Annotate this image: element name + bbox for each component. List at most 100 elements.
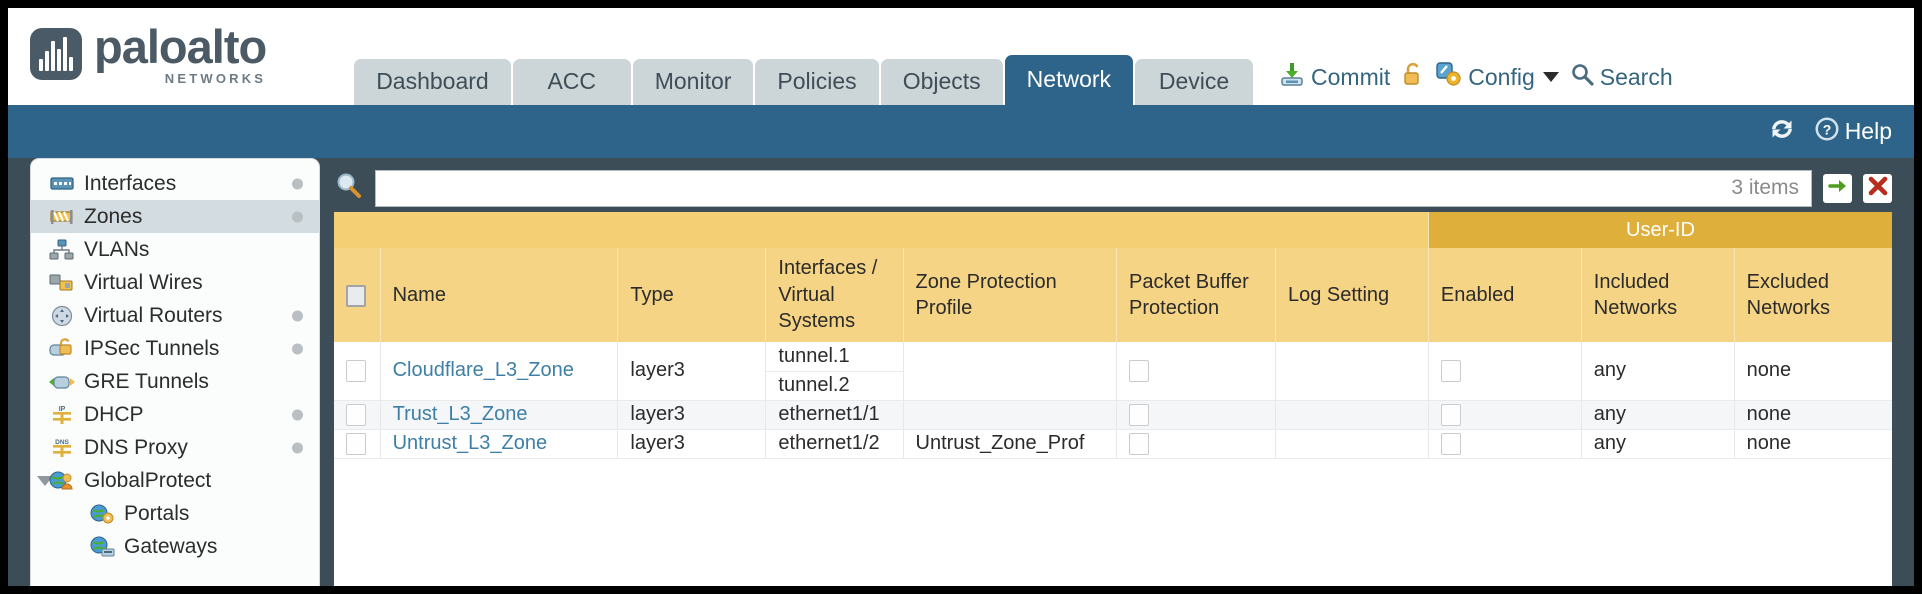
row-checkbox[interactable] (346, 359, 366, 382)
row-checkbox[interactable] (346, 432, 366, 455)
table-row[interactable]: Cloudflare_L3_Zone layer3 tunnel.1 (334, 342, 1892, 401)
cell-userid-enabled (1428, 400, 1582, 430)
cell-userid-enabled (1428, 342, 1582, 401)
portals-icon (89, 503, 115, 525)
cell-packet-buffer-protection (1116, 342, 1276, 401)
refresh-icon[interactable] (1768, 116, 1796, 147)
tab-monitor[interactable]: Monitor (632, 59, 754, 105)
cell-name: Trust_L3_Zone (380, 400, 619, 430)
cell-interface: ethernet1/1 (765, 400, 904, 430)
help-button[interactable]: ? Help (1814, 116, 1892, 148)
sidebar-item-virtual-routers[interactable]: Virtual Routers (31, 299, 319, 332)
tab-acc[interactable]: ACC (512, 59, 631, 105)
column-header-interfaces[interactable]: Interfaces / Virtual Systems (765, 248, 904, 342)
collapse-triangle-icon[interactable] (37, 475, 53, 486)
zone-name-link[interactable]: Trust_L3_Zone (392, 403, 528, 425)
sidebar-item-gre-tunnels[interactable]: GRE Tunnels (31, 365, 319, 398)
table-group-header-row: User-ID (334, 212, 1892, 248)
column-header-log-setting[interactable]: Log Setting (1275, 248, 1429, 342)
tab-dashboard[interactable]: Dashboard (354, 59, 511, 105)
userid-enabled-checkbox[interactable] (1440, 359, 1461, 382)
userid-enabled-checkbox[interactable] (1440, 403, 1461, 426)
packet-buffer-protection-checkbox[interactable] (1129, 432, 1150, 455)
brand-logo: paloalto NETWORKS (8, 20, 267, 105)
brand-name: paloalto (94, 20, 267, 73)
column-header-zone-protection-profile[interactable]: Zone Protection Profile (903, 248, 1118, 342)
virtual-wires-icon (49, 272, 75, 294)
config-label: Config (1468, 63, 1535, 90)
sidebar-item-label: VLANs (84, 237, 150, 261)
sidebar-item-globalprotect[interactable]: GlobalProtect (31, 464, 319, 497)
red-x-clear-icon (1866, 174, 1890, 203)
table-row[interactable]: Trust_L3_Zone layer3 ethernet1/1 (334, 400, 1892, 430)
status-dot (292, 211, 303, 222)
table-row-continuation: tunnel.2 (334, 371, 1892, 401)
status-dot (292, 178, 303, 189)
column-header-excluded-networks[interactable]: Excluded Networks (1734, 248, 1892, 342)
sidebar: Interfaces Zones (30, 158, 320, 586)
commit-button[interactable]: Commit (1279, 61, 1390, 93)
tab-policies[interactable]: Policies (755, 59, 879, 105)
sidebar-item-zones[interactable]: Zones (31, 200, 319, 233)
packet-buffer-protection-checkbox[interactable] (1129, 359, 1150, 382)
main-nav-tabs: Dashboard ACC Monitor Policies Objects N… (354, 55, 1254, 105)
sidebar-item-vlans[interactable]: VLANs (31, 233, 319, 266)
tab-device[interactable]: Device (1135, 59, 1254, 105)
column-header-name[interactable]: Name (380, 248, 619, 342)
sidebar-item-label: Portals (124, 501, 190, 525)
sidebar-item-dhcp[interactable]: IP DHCP (31, 398, 319, 431)
cell-log-setting (1275, 342, 1429, 401)
row-checkbox[interactable] (346, 403, 366, 426)
column-header-type[interactable]: Type (617, 248, 767, 342)
group-header-userid: User-ID (1428, 212, 1892, 248)
sidebar-item-virtual-wires[interactable]: Virtual Wires (31, 266, 319, 299)
gre-tunnels-icon (49, 371, 75, 393)
chevron-down-icon (1542, 72, 1559, 82)
sidebar-item-label: Gateways (124, 534, 218, 558)
sidebar-item-gateways[interactable]: Gateways (31, 530, 319, 563)
search-magnifier-icon[interactable] (334, 171, 364, 206)
zone-name-link[interactable]: Cloudflare_L3_Zone (392, 359, 574, 382)
userid-enabled-checkbox[interactable] (1440, 432, 1461, 455)
item-count-label: 3 items (1731, 176, 1799, 199)
group-header-spacer (334, 212, 1429, 248)
help-question-icon: ? (1814, 116, 1840, 148)
config-menu[interactable]: Config (1436, 61, 1559, 93)
filter-bar: 3 items (334, 158, 1892, 212)
cell-excluded-networks: none (1734, 400, 1892, 430)
tab-network[interactable]: Network (1004, 55, 1134, 105)
sidebar-item-dns-proxy[interactable]: DNS DNS Proxy (31, 431, 319, 464)
commit-download-icon (1279, 61, 1305, 93)
row-select-cell (334, 342, 381, 401)
top-bar: paloalto NETWORKS Dashboard ACC Monitor … (8, 8, 1914, 105)
clear-filter-button[interactable] (1863, 173, 1892, 203)
sidebar-item-ipsec-tunnels[interactable]: IPSec Tunnels (31, 332, 319, 365)
cell-excluded-networks: none (1734, 342, 1892, 401)
sidebar-item-interfaces[interactable]: Interfaces (31, 167, 319, 200)
cell-interface: ethernet1/2 (765, 429, 904, 459)
top-action-bar: Commit Config (1279, 61, 1673, 105)
tab-objects[interactable]: Objects (880, 59, 1003, 105)
column-header-included-networks[interactable]: Included Networks (1581, 248, 1735, 342)
column-header-packet-buffer-protection[interactable]: Packet Buffer Protection (1116, 248, 1276, 342)
table-row[interactable]: Untrust_L3_Zone layer3 ethernet1/2 Untru… (334, 429, 1892, 459)
packet-buffer-protection-checkbox[interactable] (1129, 403, 1150, 426)
search-button[interactable]: Search (1570, 62, 1673, 92)
table-header-row: Name Type Interfaces / Virtual Systems Z… (334, 248, 1892, 342)
cell-name: Untrust_L3_Zone (380, 429, 619, 459)
search-input[interactable]: 3 items (375, 169, 1812, 207)
paloalto-logo-icon (30, 28, 82, 80)
apply-filter-button[interactable] (1823, 173, 1852, 203)
help-label: Help (1844, 118, 1892, 144)
sidebar-item-label: Virtual Routers (84, 303, 223, 327)
cell-zone-protection-profile (903, 342, 1118, 401)
column-header-enabled[interactable]: Enabled (1428, 248, 1582, 342)
virtual-routers-icon (49, 305, 75, 327)
sidebar-item-portals[interactable]: Portals (31, 497, 319, 530)
select-all-checkbox[interactable] (346, 284, 366, 307)
commit-label: Commit (1311, 63, 1391, 90)
zone-name-link[interactable]: Untrust_L3_Zone (392, 432, 548, 454)
padlock-icon[interactable] (1401, 61, 1425, 93)
cell-packet-buffer-protection (1116, 400, 1276, 430)
